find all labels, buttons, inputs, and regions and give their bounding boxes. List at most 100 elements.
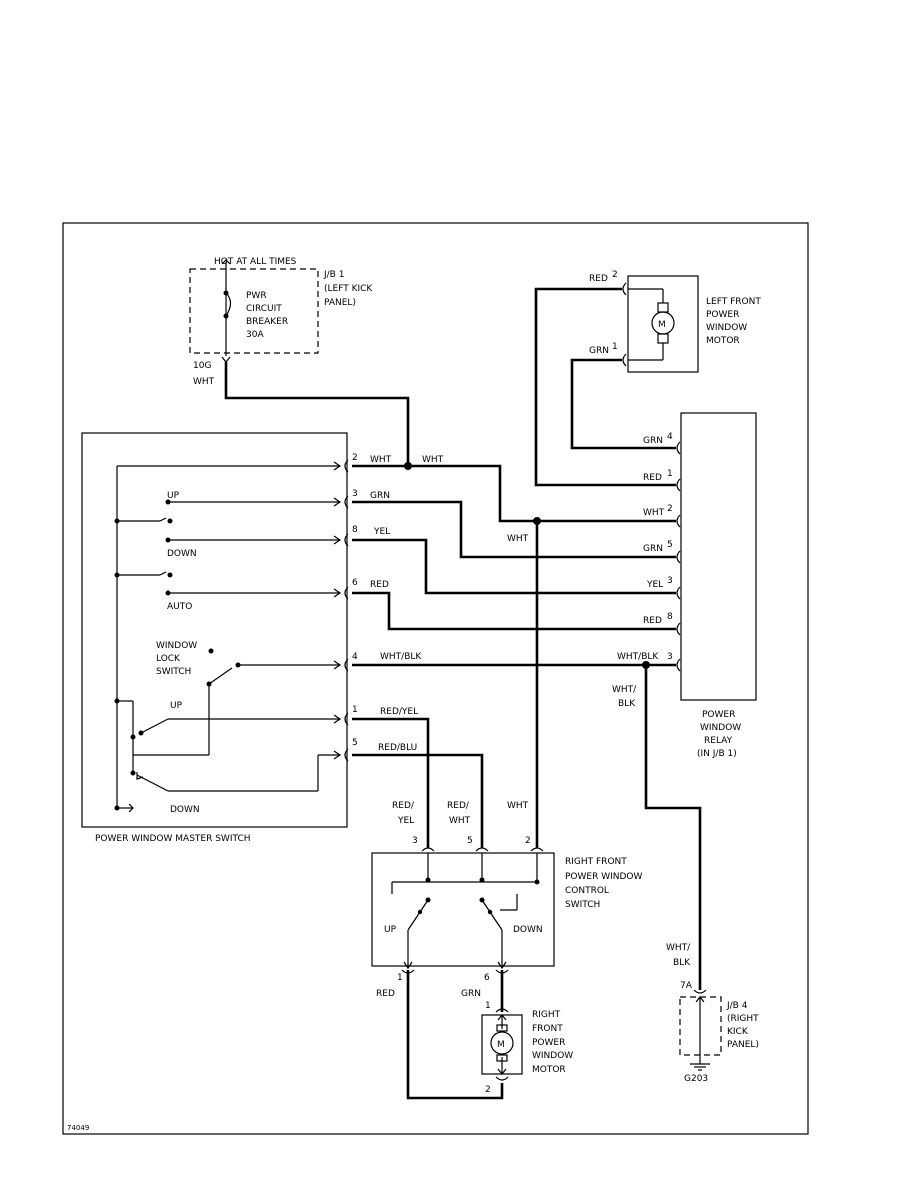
ms-pin1: 1: [352, 705, 358, 715]
splice-2: [533, 517, 541, 525]
figure-id: 74049: [67, 1124, 89, 1132]
rf-motor-label-2: FRONT: [532, 1024, 563, 1034]
master-switch-title: POWER WINDOW MASTER SWITCH: [95, 834, 251, 844]
jb4-label-3: KICK: [727, 1027, 749, 1037]
pin-10g-label: 10G: [193, 361, 211, 371]
relay-grn5-label: GRN: [643, 544, 663, 554]
lf-motor-m: M: [658, 320, 666, 330]
lf-red-pin: 2: [612, 270, 618, 280]
rf-switch-label-4: SWITCH: [565, 900, 600, 910]
rf-redwht-2: WHT: [449, 816, 471, 826]
gnd-whtblk-2: BLK: [673, 958, 691, 968]
lf-grn-pin: 1: [612, 342, 618, 352]
rf-switch-label-1: RIGHT FRONT: [565, 857, 627, 867]
lf-grn-label: GRN: [589, 346, 609, 356]
rf-pin6-bottom: 6: [484, 973, 490, 983]
whtblk-vert-label-2: BLK: [618, 699, 636, 709]
breaker-label-3: BREAKER: [246, 317, 288, 327]
ms-up2-label: UP: [170, 701, 183, 711]
relay-yel-pin: 3: [667, 576, 673, 586]
ms-grn: GRN: [370, 491, 390, 501]
gnd-whtblk-1: WHT/: [666, 943, 691, 953]
relay-wht-pin: 2: [667, 504, 673, 514]
ms-pin8: 8: [352, 525, 358, 535]
ms-down-label: DOWN: [167, 549, 197, 559]
jb1-label-3: PANEL): [324, 298, 356, 308]
left-front-motor-box: [622, 275, 699, 373]
rf-motor-label-1: RIGHT: [532, 1010, 561, 1020]
relay-label-3: RELAY: [704, 736, 733, 746]
rf-grn-label: GRN: [461, 989, 481, 999]
splice-1: [404, 462, 412, 470]
relay-red-label: RED: [643, 473, 662, 483]
ms-wht-a: WHT: [370, 455, 392, 465]
g203-label: G203: [684, 1074, 708, 1084]
ms-auto-label: AUTO: [167, 602, 192, 612]
relay-grn-pin: 4: [667, 432, 673, 442]
window-lock-label-3: SWITCH: [156, 667, 191, 677]
breaker-label-4: 30A: [246, 330, 264, 340]
lf-motor-label-4: MOTOR: [706, 336, 740, 346]
rf-red-label: RED: [376, 989, 395, 999]
rf-motor-label-5: MOTOR: [532, 1065, 566, 1075]
ms-pin6: 6: [352, 578, 358, 588]
gnd-7a: 7A: [680, 981, 693, 991]
splice-3: [642, 661, 650, 669]
relay-label-4: (IN J/B 1): [697, 749, 737, 759]
relay-red8-pin: 8: [667, 612, 673, 622]
rf-redyel-1: RED/: [392, 801, 415, 811]
whtblk-vert-label-1: WHT/: [612, 685, 637, 695]
wire-wht-label: WHT: [193, 377, 215, 387]
circuit-breaker-jb1: [189, 259, 319, 363]
rf-motor-m: M: [497, 1040, 505, 1050]
rf-motor-label-4: WINDOW: [532, 1051, 573, 1061]
ms-redyel: RED/YEL: [380, 707, 418, 717]
rf-motor-label-3: POWER: [532, 1038, 565, 1048]
right-front-control-switch-box: [371, 847, 555, 974]
power-window-relay-box: [676, 412, 757, 701]
ms-redblu: RED/BLU: [378, 743, 417, 753]
right-front-motor-box: [481, 1008, 523, 1081]
rf-wht: WHT: [507, 801, 529, 811]
ground-jb4: [679, 989, 722, 1071]
relay-red-pin: 1: [667, 469, 673, 479]
rfm-pin1: 1: [485, 1001, 491, 1011]
rfm-pin2: 2: [485, 1085, 491, 1095]
jb4-label-1: J/B 4: [726, 1001, 748, 1011]
relay-yel-label: YEL: [646, 580, 663, 590]
ms-pin3: 3: [352, 489, 358, 499]
relay-label-1: POWER: [702, 710, 735, 720]
lf-motor-label-2: POWER: [706, 310, 739, 320]
diagram-frame: [62, 222, 809, 1135]
ms-yel: YEL: [373, 527, 390, 537]
rf-redyel-2: YEL: [397, 816, 414, 826]
rf-switch-label-2: POWER WINDOW: [565, 872, 643, 882]
jb1-label-2: (LEFT KICK: [324, 284, 373, 294]
relay-wht-label: WHT: [643, 508, 665, 518]
ms-down2-label: DOWN: [170, 805, 200, 815]
relay-red8-label: RED: [643, 616, 662, 626]
wht-mid-label: WHT: [507, 534, 529, 544]
jb4-label-4: PANEL): [727, 1040, 759, 1050]
window-lock-label-2: LOCK: [156, 654, 181, 664]
wires: [224, 287, 702, 1100]
rf-pin5: 5: [467, 836, 473, 846]
relay-whtblk-label: WHT/BLK: [617, 652, 659, 662]
jb1-label-1: J/B 1: [323, 270, 344, 280]
ms-wht-b: WHT: [422, 455, 444, 465]
rf-pin1-bottom: 1: [397, 973, 403, 983]
rf-up-label: UP: [384, 925, 397, 935]
rf-down-label: DOWN: [513, 925, 543, 935]
relay-grn5-pin: 5: [667, 540, 673, 550]
ms-red: RED: [370, 580, 389, 590]
rf-switch-label-3: CONTROL: [565, 886, 609, 896]
power-window-master-switch-box: [81, 432, 349, 828]
ms-pin2: 2: [352, 453, 358, 463]
window-lock-label-1: WINDOW: [156, 641, 197, 651]
ms-pin4: 4: [352, 652, 358, 662]
breaker-label-2: CIRCUIT: [246, 304, 282, 314]
lf-motor-label-3: WINDOW: [706, 323, 747, 333]
ms-up-label: UP: [167, 491, 180, 501]
rf-redwht-1: RED/: [447, 801, 470, 811]
